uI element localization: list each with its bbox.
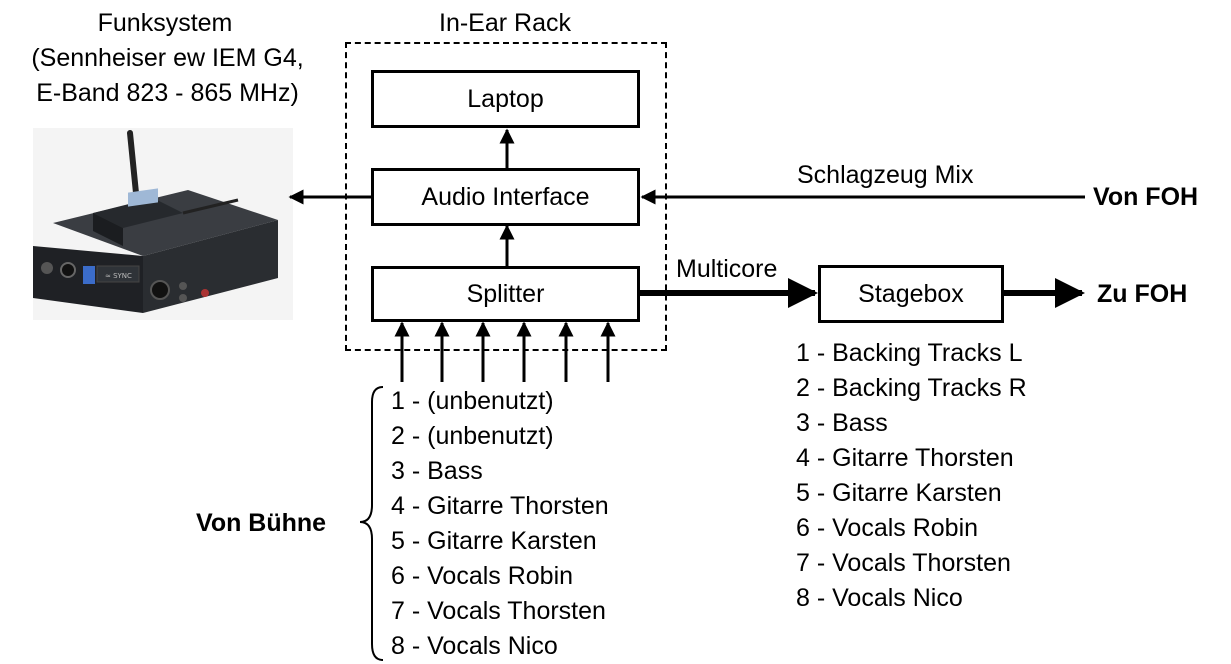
curly-brace — [359, 386, 384, 661]
list-item: 3 - Bass — [796, 409, 888, 437]
von-buehne-label: Von Bühne — [196, 509, 327, 537]
stage-input-list: 1 - (unbenutzt) 2 - (unbenutzt) 3 - Bass… — [391, 384, 609, 664]
list-item: 2 - Backing Tracks R — [796, 374, 1027, 402]
splitter-box: Splitter — [371, 266, 640, 322]
audio-interface-label: Audio Interface — [421, 182, 590, 211]
list-item: 8 - Vocals Nico — [391, 632, 558, 660]
in-ear-rack-label: In-Ear Rack — [439, 9, 571, 37]
schlagzeug-mix-label: Schlagzeug Mix — [797, 161, 974, 189]
list-item: 7 - Vocals Thorsten — [391, 597, 606, 625]
stagebox-label: Stagebox — [858, 279, 964, 308]
list-item: 5 - Gitarre Karsten — [796, 479, 1002, 507]
list-item: 4 - Gitarre Thorsten — [796, 444, 1014, 472]
list-item: 5 - Gitarre Karsten — [391, 527, 597, 555]
stagebox-channel-list: 1 - Backing Tracks L 2 - Backing Tracks … — [796, 336, 1027, 616]
audio-interface-box: Audio Interface — [371, 168, 640, 226]
list-item: 6 - Vocals Robin — [796, 514, 979, 542]
antenna-icon — [127, 130, 140, 206]
list-item: 1 - (unbenutzt) — [391, 387, 554, 415]
list-item: 6 - Vocals Robin — [391, 562, 574, 590]
funksystem-title: Funksystem — [97, 9, 233, 37]
list-item: 8 - Vocals Nico — [796, 584, 963, 612]
funksystem-band: E-Band 823 - 865 MHz) — [36, 79, 299, 107]
list-item: 4 - Gitarre Thorsten — [391, 492, 609, 520]
multicore-label: Multicore — [676, 255, 778, 283]
svg-text:≈ SYNC: ≈ SYNC — [105, 272, 132, 280]
laptop-box: Laptop — [371, 70, 640, 128]
list-item: 1 - Backing Tracks L — [796, 339, 1023, 367]
von-foh-label: Von FOH — [1093, 183, 1199, 211]
list-item: 2 - (unbenutzt) — [391, 422, 554, 450]
laptop-label: Laptop — [467, 84, 544, 113]
zu-foh-label: Zu FOH — [1097, 280, 1188, 308]
iem-receiver-image: ≈ SYNC — [33, 128, 293, 320]
list-item: 7 - Vocals Thorsten — [796, 549, 1011, 577]
funksystem-model: (Sennheiser ew IEM G4, — [31, 44, 304, 72]
list-item: 3 - Bass — [391, 457, 483, 485]
stagebox-box: Stagebox — [818, 265, 1004, 323]
splitter-label: Splitter — [466, 279, 545, 308]
